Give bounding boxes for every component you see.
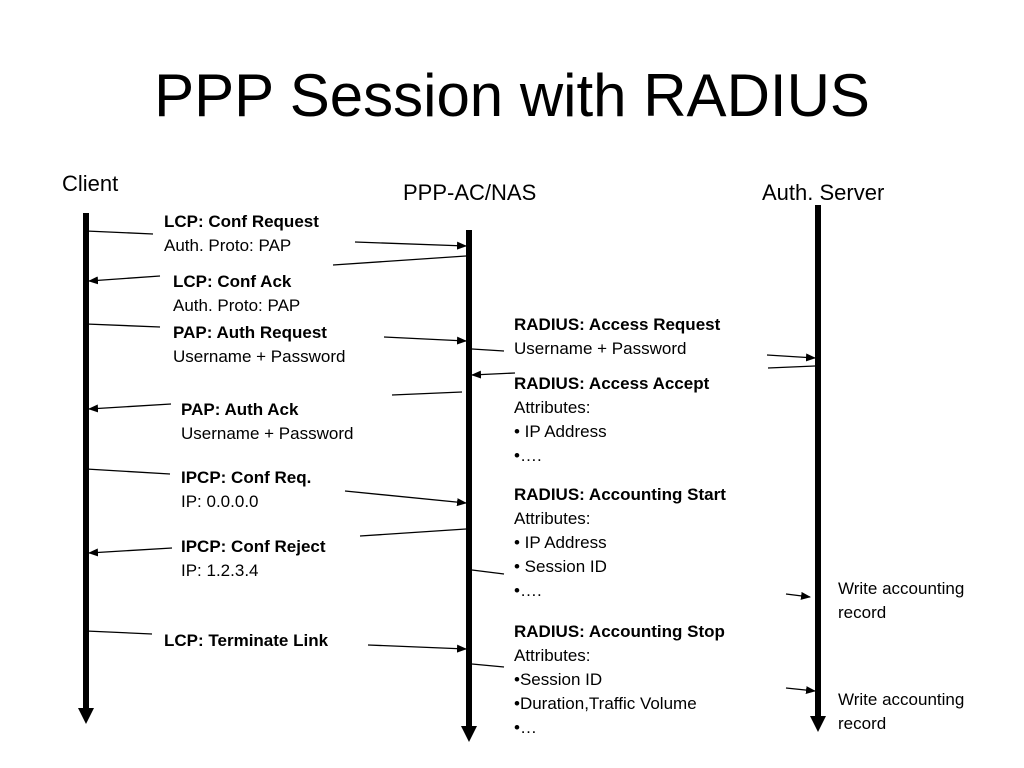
message-radius-access-request: RADIUS: Access Request Username + Passwo… bbox=[514, 313, 720, 361]
message-lcp-conf-request: LCP: Conf Request Auth. Proto: PAP bbox=[164, 210, 319, 258]
message-title: LCP: Conf Ack bbox=[173, 272, 292, 291]
message-line: Attributes: bbox=[514, 646, 591, 665]
message-radius-accounting-start: RADIUS: Accounting Start Attributes: • I… bbox=[514, 483, 726, 603]
server-lifeline bbox=[810, 205, 826, 732]
arrow-ipcp-conf-req bbox=[85, 468, 467, 507]
note-line: Write accounting bbox=[838, 690, 965, 709]
message-title: IPCP: Conf Reject bbox=[181, 537, 326, 556]
message-pap-auth-request: PAP: Auth Request Username + Password bbox=[173, 321, 345, 369]
arrow-radius-accounting-start bbox=[471, 569, 811, 600]
arrow-radius-accounting-stop bbox=[471, 663, 816, 695]
message-title: PAP: Auth Request bbox=[173, 323, 327, 342]
arrow-lcp-terminate-link bbox=[85, 630, 467, 653]
message-line: • Session ID bbox=[514, 557, 607, 576]
message-pap-auth-ack: PAP: Auth Ack Username + Password bbox=[181, 398, 353, 446]
nas-lifeline bbox=[461, 230, 477, 742]
message-title: RADIUS: Access Accept bbox=[514, 374, 710, 393]
arrow-ipcp-conf-reject bbox=[88, 528, 467, 557]
message-line: Auth. Proto: PAP bbox=[173, 296, 301, 315]
message-line: • IP Address bbox=[514, 533, 607, 552]
message-radius-accounting-stop: RADIUS: Accounting Stop Attributes: •Ses… bbox=[514, 620, 725, 740]
arrow-lcp-conf-request bbox=[85, 230, 467, 250]
note-line: Write accounting bbox=[838, 579, 965, 598]
message-line: •…. bbox=[514, 581, 542, 600]
client-label: Client bbox=[62, 171, 119, 196]
message-line: Attributes: bbox=[514, 398, 591, 417]
message-title: IPCP: Conf Req. bbox=[181, 468, 312, 487]
message-line: •Duration,Traffic Volume bbox=[514, 694, 697, 713]
note-write-accounting-record: Write accounting record bbox=[838, 577, 964, 625]
message-lcp-conf-ack: LCP: Conf Ack Auth. Proto: PAP bbox=[173, 270, 300, 318]
note-line: record bbox=[838, 603, 887, 622]
arrow-pap-auth-request bbox=[85, 323, 467, 345]
message-line: Username + Password bbox=[173, 347, 346, 366]
message-line: Username + Password bbox=[514, 339, 687, 358]
message-title: LCP: Conf Request bbox=[164, 212, 319, 231]
server-label: Auth. Server bbox=[762, 180, 885, 205]
message-radius-access-accept: RADIUS: Access Accept Attributes: • IP A… bbox=[514, 372, 709, 468]
message-title: LCP: Terminate Link bbox=[164, 631, 329, 650]
page-title: PPP Session with RADIUS bbox=[154, 62, 870, 129]
message-line: Auth. Proto: PAP bbox=[164, 236, 292, 255]
message-ipcp-conf-req: IPCP: Conf Req. IP: 0.0.0.0 bbox=[181, 466, 311, 514]
message-line: Attributes: bbox=[514, 509, 591, 528]
note-write-accounting-record: Write accounting record bbox=[838, 688, 964, 736]
message-title: RADIUS: Accounting Start bbox=[514, 485, 726, 504]
message-ipcp-conf-reject: IPCP: Conf Reject IP: 1.2.3.4 bbox=[181, 535, 326, 583]
message-line: IP: 1.2.3.4 bbox=[181, 561, 259, 580]
message-line: Username + Password bbox=[181, 424, 354, 443]
message-line: •…. bbox=[514, 446, 542, 465]
nas-label: PPP-AC/NAS bbox=[403, 180, 537, 205]
arrow-pap-auth-ack bbox=[88, 391, 463, 413]
message-title: RADIUS: Accounting Stop bbox=[514, 622, 725, 641]
note-line: record bbox=[838, 714, 887, 733]
message-title: RADIUS: Access Request bbox=[514, 315, 721, 334]
message-line: IP: 0.0.0.0 bbox=[181, 492, 259, 511]
message-line: •… bbox=[514, 718, 537, 737]
message-line: •Session ID bbox=[514, 670, 603, 689]
message-title: PAP: Auth Ack bbox=[181, 400, 299, 419]
message-line: • IP Address bbox=[514, 422, 607, 441]
arrow-radius-access-accept bbox=[471, 365, 816, 379]
message-lcp-terminate-link: LCP: Terminate Link bbox=[164, 629, 328, 653]
arrow-lcp-conf-ack bbox=[88, 255, 467, 285]
arrow-radius-access-request bbox=[471, 348, 816, 362]
client-lifeline bbox=[78, 213, 94, 724]
